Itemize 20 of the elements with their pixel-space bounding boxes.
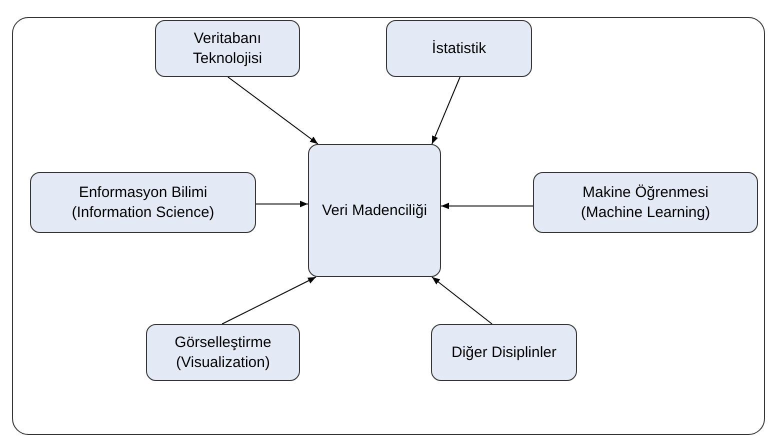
node-label: Makine Öğrenmesi (Machine Learning) (580, 183, 712, 222)
process-box (308, 144, 441, 277)
process-box (431, 324, 577, 381)
arrow (256, 200, 308, 208)
process-box (386, 20, 532, 77)
process-box (533, 172, 758, 233)
node-label: Veritabanı Teknolojisi (192, 29, 264, 68)
arrow (227, 76, 318, 144)
node-label: Diğer Disiplinler (451, 342, 557, 362)
arrow (431, 76, 461, 144)
node-label: Görselleştirme (Visualization) (174, 333, 272, 372)
process-box (155, 20, 300, 77)
arrow (222, 276, 316, 324)
node-label: Veri Madenciliği (322, 200, 428, 220)
arrow (431, 276, 493, 324)
node-label: İstatistik (432, 38, 486, 58)
arrow (440, 202, 534, 210)
node-label: Enformasyon Bilimi (Information Science) (70, 183, 216, 222)
process-box (30, 172, 256, 233)
process-box (146, 324, 300, 381)
